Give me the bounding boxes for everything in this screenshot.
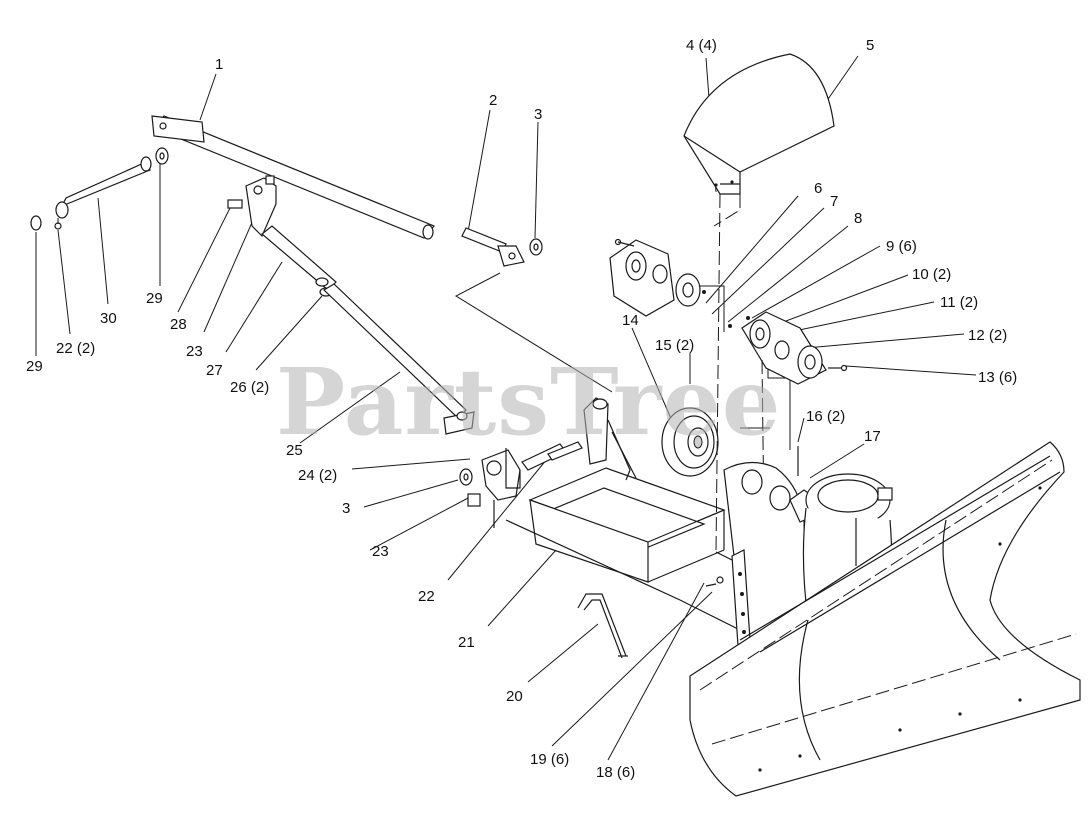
callout-2: 2	[489, 92, 498, 109]
callout-21: 21	[458, 634, 475, 651]
lower-linkage	[459, 441, 583, 528]
callout-29-right: 29	[146, 290, 163, 307]
callout-23-upper: 23	[186, 343, 203, 360]
mounting-tray	[505, 397, 761, 641]
callout-29-left: 29	[26, 358, 43, 375]
chute-cover	[683, 53, 835, 195]
callout-26: 26 (2)	[230, 379, 270, 396]
pulley	[661, 376, 719, 477]
handle-rod	[577, 593, 628, 659]
callout-19: 19 (6)	[530, 751, 570, 768]
callout-4: 4 (4)	[686, 37, 717, 54]
callout-16: 16 (2)	[806, 408, 846, 425]
callout-28: 28	[170, 316, 187, 333]
bearing-flange-right	[728, 311, 848, 385]
callout-7: 7	[830, 193, 839, 210]
callout-24: 24 (2)	[298, 467, 338, 484]
callout-11: 11 (2)	[940, 294, 979, 311]
callout-22-2: 22 (2)	[56, 340, 96, 357]
bell-crank-rod	[227, 175, 475, 435]
callout-1: 1	[215, 56, 224, 73]
callout-17: 17	[864, 428, 881, 445]
callout-30: 30	[100, 310, 117, 327]
callout-5: 5	[866, 37, 875, 54]
callout-13: 13 (6)	[978, 369, 1018, 386]
side-plate	[705, 549, 751, 647]
callout-25: 25	[286, 442, 303, 459]
callout-15: 15 (2)	[655, 337, 695, 354]
callout-3-lower: 3	[342, 500, 351, 517]
callout-22: 22	[418, 588, 435, 605]
lift-bar	[151, 115, 543, 267]
callout-12: 12 (2)	[968, 327, 1008, 344]
callout-9: 9 (6)	[886, 238, 917, 255]
callout-3: 3	[534, 106, 543, 123]
callout-23-lower: 23	[372, 543, 389, 560]
callout-20: 20	[506, 688, 523, 705]
callout-8: 8	[854, 210, 863, 227]
callout-14: 14	[622, 312, 639, 329]
callout-27: 27	[206, 362, 223, 379]
bearing-flange-left	[609, 238, 706, 317]
pin-assembly	[30, 147, 169, 231]
callout-10: 10 (2)	[912, 266, 952, 283]
callout-6: 6	[814, 180, 823, 197]
callout-18: 18 (6)	[596, 764, 636, 781]
plow-blade	[689, 441, 1081, 797]
partstree-watermark: PartsTree	[276, 348, 782, 456]
